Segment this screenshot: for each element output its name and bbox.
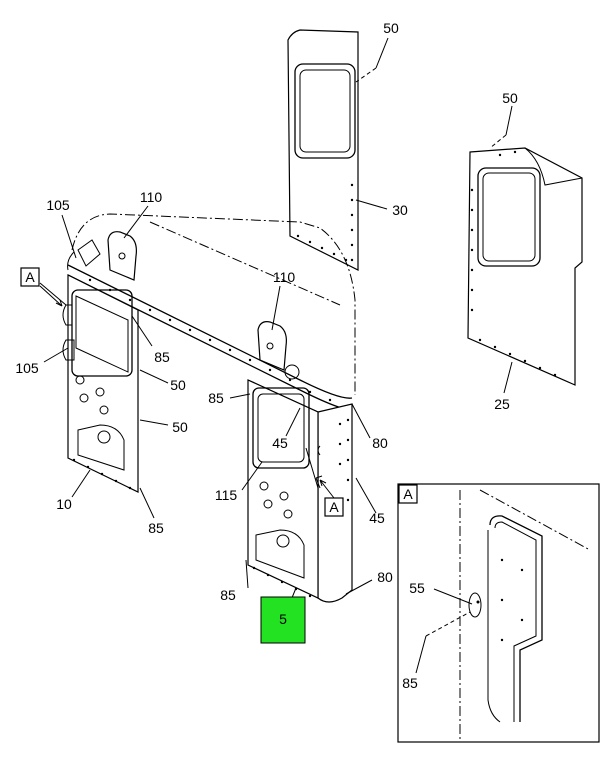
leader-lines bbox=[39, 37, 513, 674]
callout-45-a: 45 bbox=[272, 435, 288, 451]
section-arrow-left bbox=[39, 285, 63, 307]
callout-55: 55 bbox=[409, 580, 425, 596]
callout-50-c: 50 bbox=[170, 377, 186, 393]
callout-110-left: 110 bbox=[140, 189, 163, 205]
hinge-110-right bbox=[257, 321, 300, 380]
right-post bbox=[247, 379, 353, 603]
callout-45-b: 45 bbox=[369, 510, 385, 526]
hinge-110-left bbox=[77, 231, 137, 281]
panel-30 bbox=[287, 29, 359, 271]
callout-50-right: 50 bbox=[502, 90, 518, 106]
detail-ref-label: A bbox=[403, 486, 413, 502]
callout-labels: 50 50 30 25 105 110 110 105 85 50 50 85 … bbox=[15, 20, 518, 691]
panel-25 bbox=[467, 147, 583, 386]
callout-105-top: 105 bbox=[46, 197, 70, 213]
callout-115: 115 bbox=[215, 487, 238, 503]
callout-110-right: 110 bbox=[273, 269, 296, 285]
detail-a-box bbox=[397, 483, 600, 743]
callout-50-top: 50 bbox=[383, 20, 399, 36]
callout-85-d: 85 bbox=[220, 587, 236, 603]
callout-80-b: 80 bbox=[377, 569, 393, 585]
callout-80-a: 80 bbox=[372, 435, 388, 451]
section-ref-left: A bbox=[25, 269, 35, 285]
roof-outline bbox=[71, 213, 356, 395]
callout-85-b: 85 bbox=[208, 390, 224, 406]
callout-85-a: 85 bbox=[154, 349, 170, 365]
section-arrow-mid bbox=[319, 479, 335, 499]
section-ref-box-left[interactable] bbox=[20, 267, 40, 287]
left-post bbox=[62, 274, 139, 493]
callout-105-bottom: 105 bbox=[15, 360, 39, 376]
callout-10: 10 bbox=[56, 496, 72, 512]
callout-25: 25 bbox=[494, 396, 510, 412]
callout-85-e: 85 bbox=[402, 675, 418, 691]
callout-85-c: 85 bbox=[148, 520, 164, 536]
callout-50-d: 50 bbox=[172, 419, 188, 435]
callout-30: 30 bbox=[392, 202, 408, 218]
callout-5: 5 bbox=[279, 611, 287, 627]
section-ref-mid: A bbox=[329, 499, 339, 515]
detail-ref-box bbox=[398, 484, 418, 504]
highlight-box-5[interactable] bbox=[260, 596, 306, 644]
